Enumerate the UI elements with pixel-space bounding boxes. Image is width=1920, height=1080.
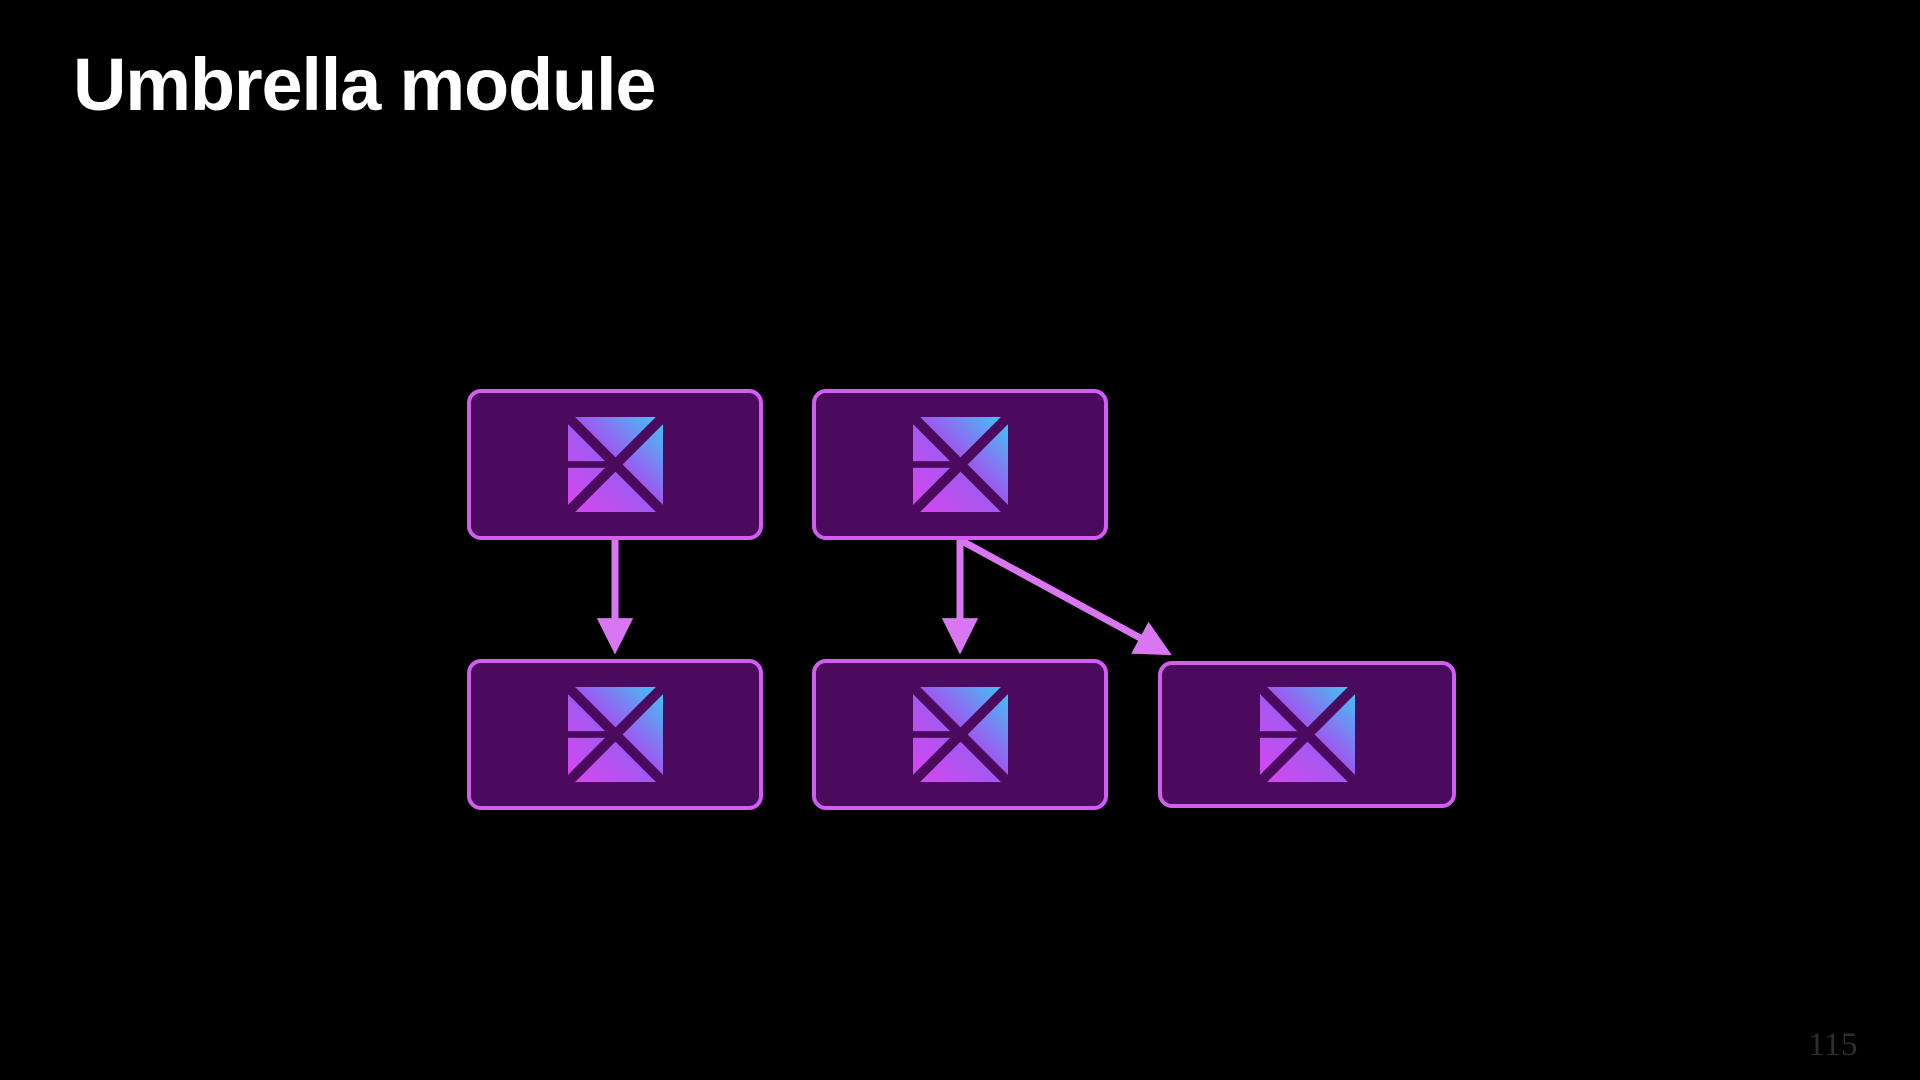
diagram-node-top-middle[interactable] [812,389,1108,540]
diagram-node-top-left[interactable] [467,389,763,540]
page-number: 115 [1808,1027,1858,1063]
diagram-node-bottom-middle[interactable] [812,659,1108,810]
nx-logo-icon [1259,687,1355,782]
nx-logo-icon [567,417,663,512]
edge-top-middle-to-bottom-right [960,537,1172,656]
nx-logo-icon [912,687,1008,782]
nx-logo-icon [567,687,663,782]
nx-logo-icon [912,417,1008,512]
diagram-node-bottom-right[interactable] [1158,661,1456,808]
diagram-node-bottom-left[interactable] [467,659,763,810]
page-title: Umbrella module [73,43,657,126]
